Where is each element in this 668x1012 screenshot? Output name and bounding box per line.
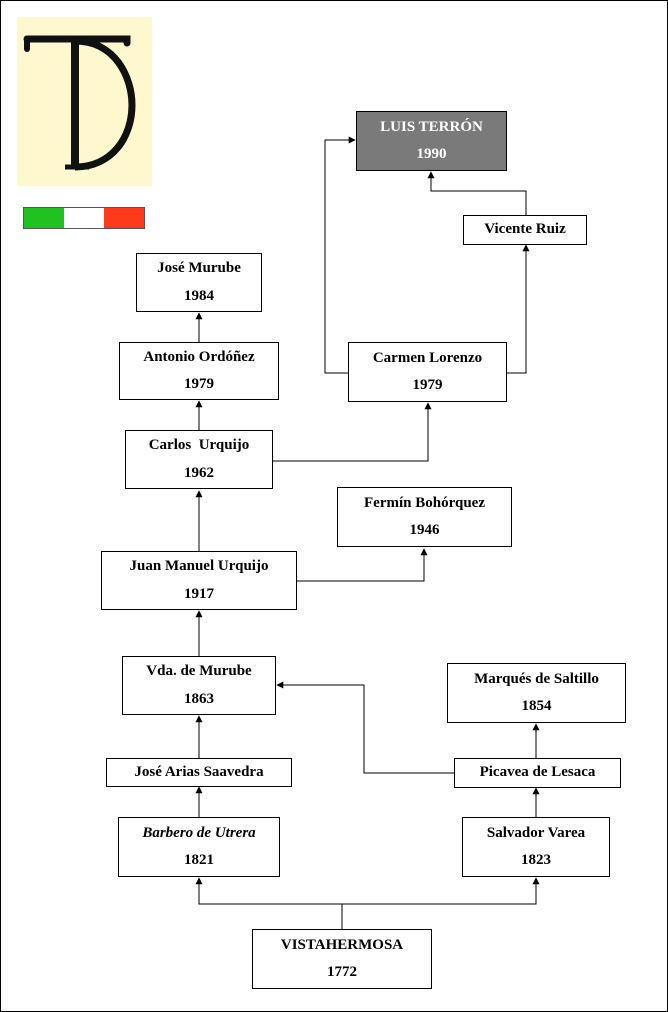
node-name: LUIS TERRÓN xyxy=(380,118,483,135)
node-year: 1863 xyxy=(184,690,214,707)
node-carmen-lorenzo: Carmen Lorenzo 1979 xyxy=(348,342,507,402)
node-name: VISTAHERMOSA xyxy=(280,936,404,953)
node-name: Carlos Urquijo xyxy=(148,437,250,454)
link-vicente-luis xyxy=(427,171,527,215)
node-jose-arias-saavedra: José Arias Saavedra xyxy=(106,758,292,787)
link-vistahermosa-barbero xyxy=(195,877,343,929)
node-name: Juan Manuel Urquijo xyxy=(129,558,269,575)
link-carmen-vicente xyxy=(507,244,530,374)
node-name: Marqués de Saltillo xyxy=(474,670,599,687)
node-marques-saltillo: Marqués de Saltillo 1854 xyxy=(447,663,626,723)
node-picavea-de-lesaca: Picavea de Lesaca xyxy=(454,758,621,788)
node-year: 1772 xyxy=(327,964,357,980)
flag-stripe-green xyxy=(24,208,64,228)
link-carmen-luis xyxy=(324,136,356,374)
node-vistahermosa: VISTAHERMOSA 1772 xyxy=(252,929,432,989)
node-name: Picavea de Lesaca xyxy=(479,764,596,781)
node-year: 1984 xyxy=(184,287,214,304)
node-year: 1979 xyxy=(412,377,443,393)
node-name: Salvador Varea xyxy=(486,824,586,841)
node-name: José Murube xyxy=(157,260,241,277)
node-name: Barbero de Utrera xyxy=(142,824,256,841)
brand-logo xyxy=(17,17,152,186)
flag-stripe-red xyxy=(104,208,144,228)
node-year: 1821 xyxy=(184,852,214,868)
node-year: 1946 xyxy=(409,522,440,538)
node-name: José Arias Saavedra xyxy=(134,763,264,780)
node-vda-murube: Vda. de Murube 1863 xyxy=(122,656,276,715)
node-barbero-de-utrera: Barbero de Utrera 1821 xyxy=(118,817,280,877)
node-fermin-bohorquez: Fermín Bohórquez 1946 xyxy=(337,487,512,547)
link-carlos-carmen xyxy=(273,402,432,462)
node-salvador-varea: Salvador Varea 1823 xyxy=(462,817,610,877)
node-year: 1962 xyxy=(184,464,214,481)
node-juan-manuel-urquijo: Juan Manuel Urquijo 1917 xyxy=(101,551,297,610)
node-year: 1990 xyxy=(416,146,447,162)
link-picavea-vda xyxy=(276,681,454,774)
node-year: 1823 xyxy=(521,852,551,868)
flag-stripes xyxy=(23,207,145,229)
node-jose-murube: José Murube 1984 xyxy=(136,253,262,312)
flag-stripe-white xyxy=(64,208,104,228)
node-name: Vda. de Murube xyxy=(146,663,252,680)
node-name: Antonio Ordóñez xyxy=(143,348,255,365)
node-year: 1854 xyxy=(521,698,552,714)
node-antonio-ordonez: Antonio Ordóñez 1979 xyxy=(119,342,279,400)
node-name: Carmen Lorenzo xyxy=(372,349,483,366)
node-carlos-urquijo: Carlos Urquijo 1962 xyxy=(125,430,273,489)
link-vistahermosa-varea xyxy=(342,877,540,905)
link-juanmanuel-fermin xyxy=(297,548,428,582)
node-year: 1979 xyxy=(184,376,214,392)
brand-icon xyxy=(23,35,136,171)
node-year: 1917 xyxy=(184,585,214,602)
node-luis-terron: LUIS TERRÓN 1990 xyxy=(356,111,507,171)
node-name: Fermín Bohórquez xyxy=(364,494,485,511)
node-vicente-ruiz: Vicente Ruiz xyxy=(463,215,587,245)
node-name: Vicente Ruiz xyxy=(484,221,566,238)
